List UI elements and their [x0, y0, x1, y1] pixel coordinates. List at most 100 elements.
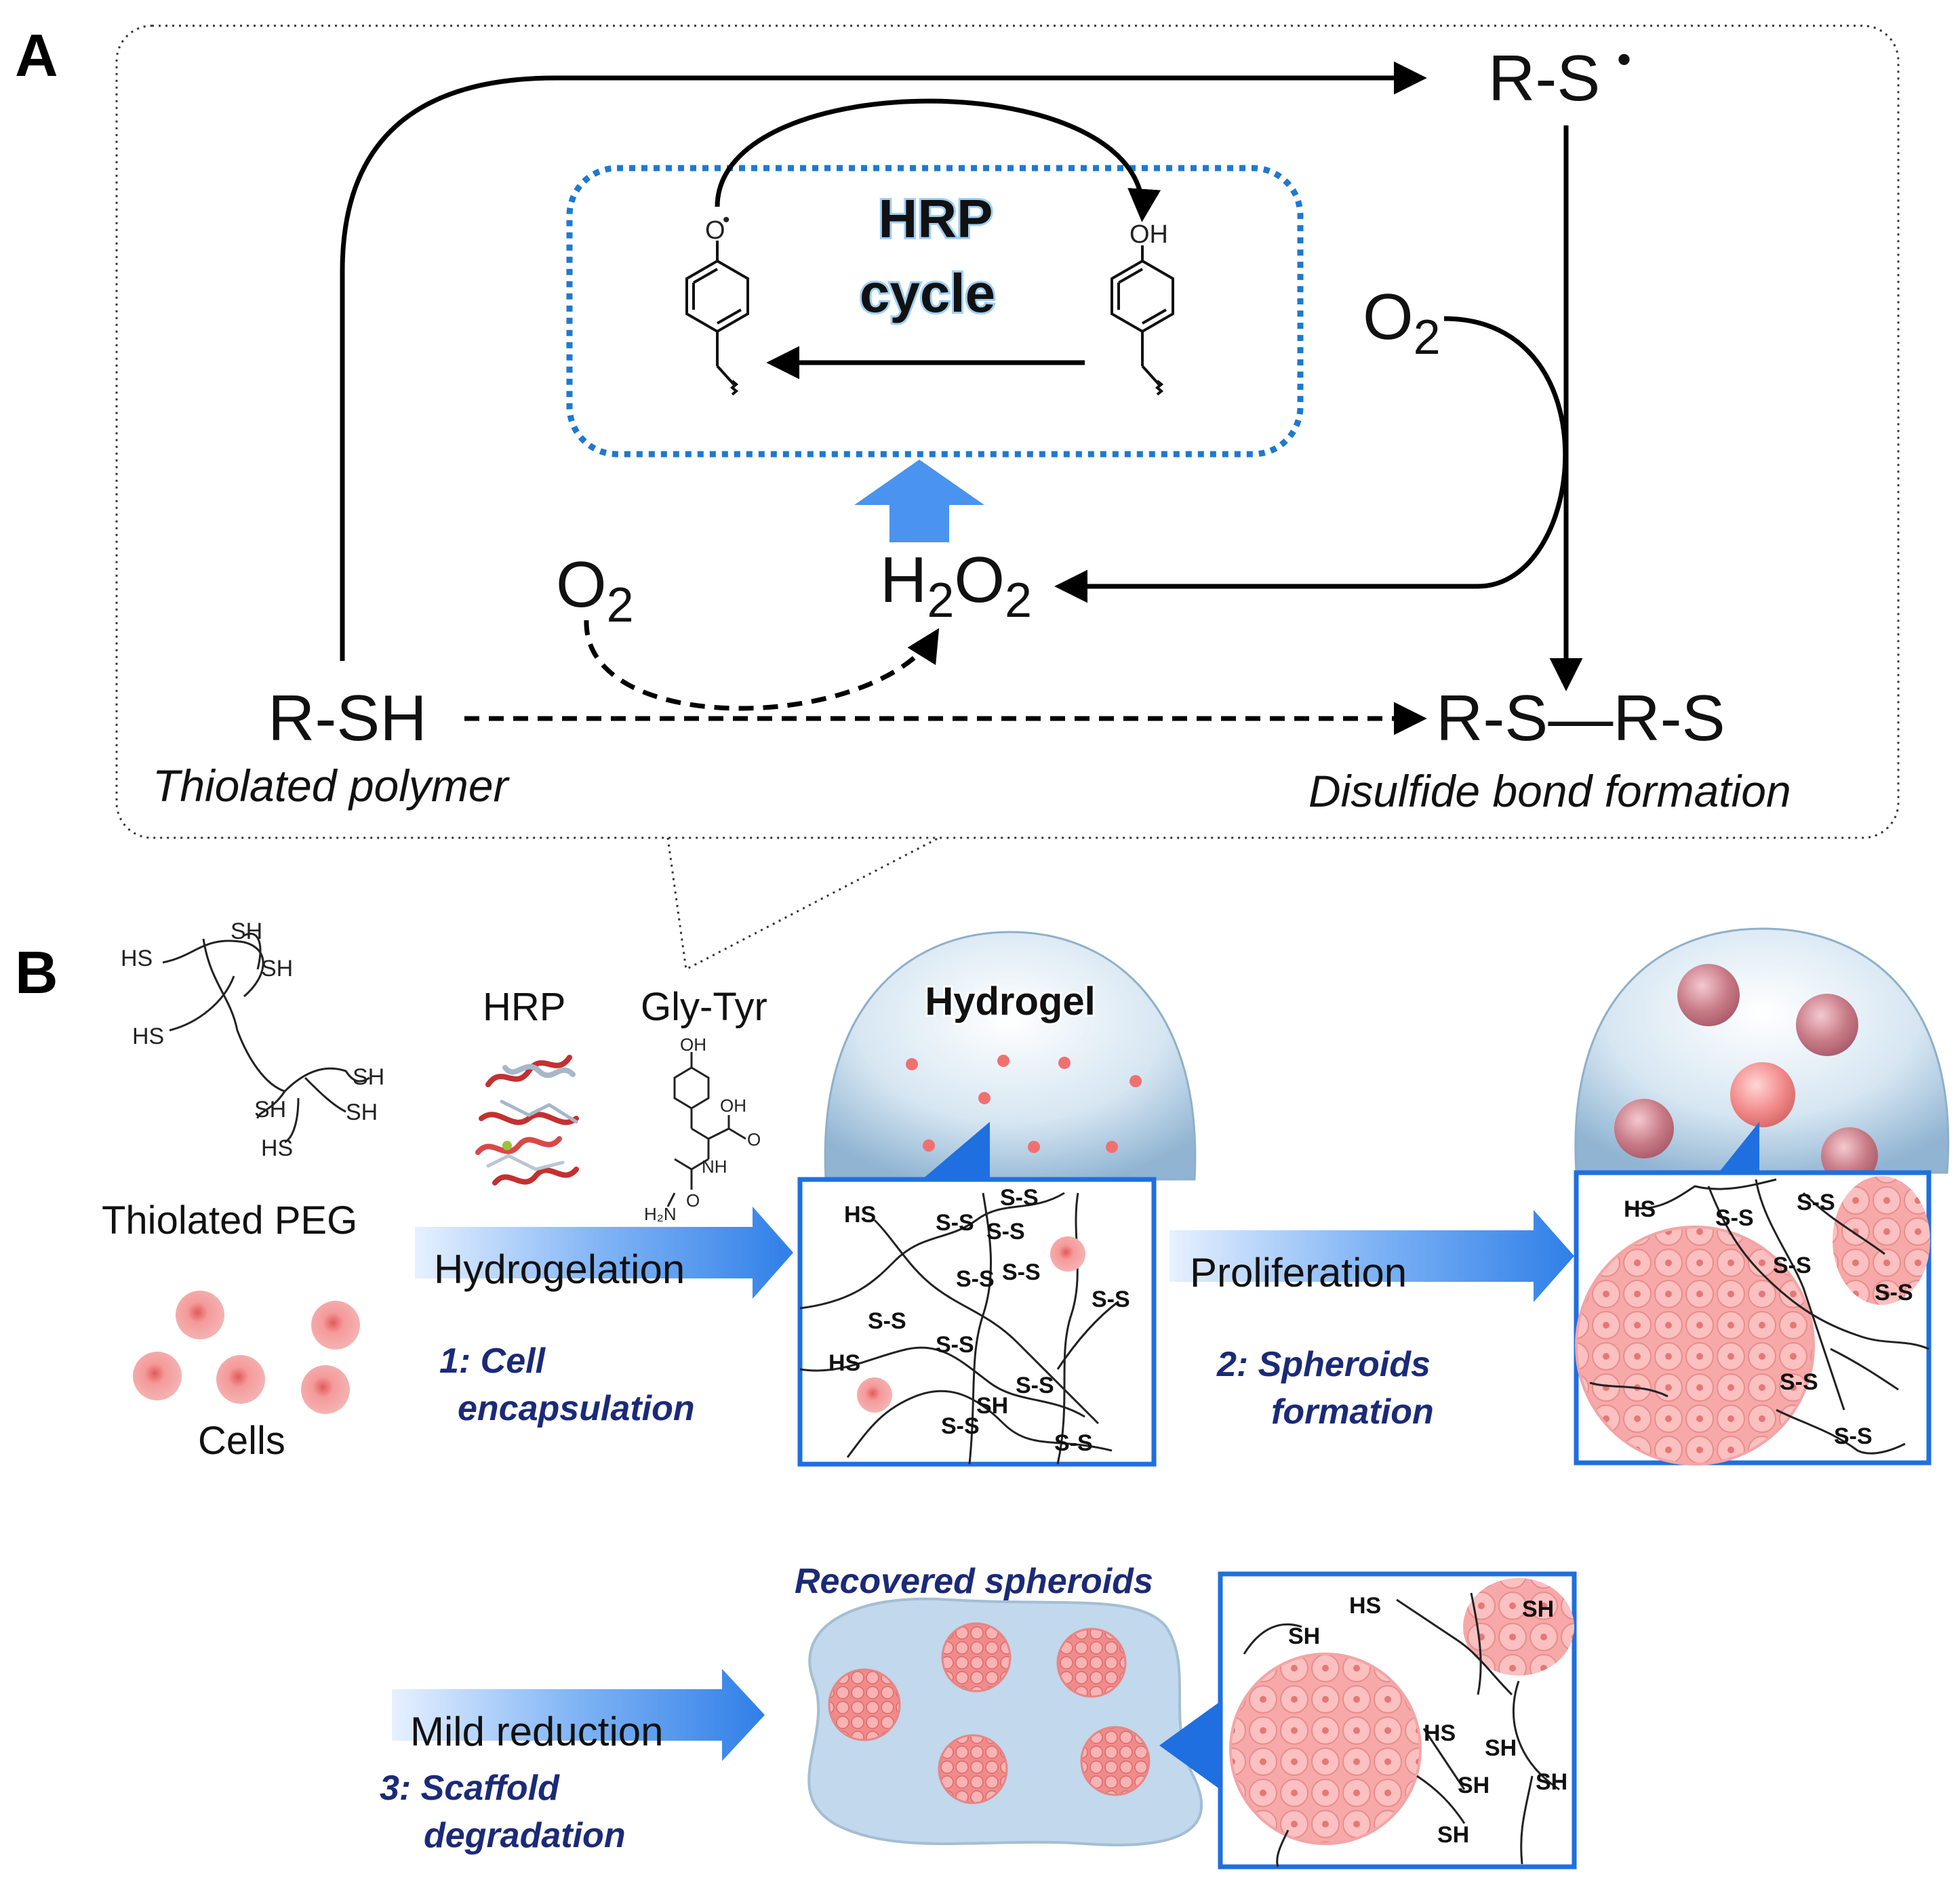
dome1-cells: [906, 1055, 1142, 1153]
tyrosine-oh-label: OH: [1129, 220, 1168, 249]
n2-hs-a: HS: [1624, 1196, 1656, 1222]
recovered-spheroids-label: Recovered spheroids: [795, 1562, 1153, 1601]
n3-sh-b: SH: [1522, 1596, 1554, 1622]
n2-ss-b: S-S: [1797, 1190, 1835, 1215]
network-1-cell-a: [1050, 1236, 1085, 1272]
n2-ss-d: S-S: [1875, 1280, 1913, 1306]
network-3-spheroids: [1229, 1578, 1574, 1845]
rs-radical-dot: •: [1617, 37, 1631, 82]
disulfide-bond-label: Disulfide bond formation: [1308, 766, 1791, 816]
radical-o-label: O: [705, 216, 725, 245]
hrp-protein-icon: [475, 1055, 579, 1186]
step1-line2: encapsulation: [458, 1389, 695, 1428]
arrow-tyrosyl-cycle-top: [715, 98, 1161, 222]
rs-radical-label: R-S: [1488, 42, 1600, 115]
hrp-label: HRP: [483, 985, 565, 1029]
thiolated-peg-label: Thiolated PEG: [102, 1198, 357, 1242]
thiolated-peg-structure: [162, 933, 370, 1144]
gly-tyr-o2: O: [686, 1190, 700, 1211]
n2-ss-f: S-S: [1834, 1423, 1873, 1449]
n2-ss-e: S-S: [1780, 1369, 1818, 1395]
peg-hs-2: HS: [132, 1024, 164, 1049]
cells-group: [133, 1291, 360, 1414]
n3-sh-c: SH: [1485, 1735, 1517, 1761]
radical-o-dot: •: [723, 209, 730, 231]
panel-a-label: A: [15, 22, 58, 89]
thiolated-polymer-label: Thiolated polymer: [153, 761, 511, 811]
hydrogelation-arrow: [415, 1207, 793, 1299]
hydrogelation-label: Hydrogelation: [434, 1247, 685, 1292]
arrow-rsh-to-rs-radical: [340, 61, 1427, 661]
o2-right-label: O2: [1363, 281, 1441, 365]
n1-hs-b: HS: [828, 1350, 860, 1376]
peg-sh-3: SH: [353, 1064, 384, 1090]
network-3-chains: [1243, 1592, 1560, 1867]
n1-sh-a: SH: [976, 1393, 1008, 1419]
network-1-cell-b: [857, 1377, 892, 1413]
cells-label: Cells: [198, 1419, 285, 1463]
h2o2-up-arrow: [854, 460, 984, 542]
n1-ss-d: S-S: [956, 1266, 995, 1292]
proliferation-arrow: [1169, 1210, 1574, 1302]
dome2-spheroids: [1614, 964, 1878, 1184]
n1-ss-k: S-S: [1054, 1430, 1093, 1456]
n3-sh-e: SH: [1536, 1769, 1567, 1795]
peg-sh-2: SH: [261, 956, 293, 982]
arrow-o2-dashed: [584, 620, 940, 711]
hrp-cycle-line1: HRP: [879, 188, 993, 249]
network-1-chains: [799, 1192, 1119, 1465]
zoom-pointer-1: [922, 1122, 990, 1179]
peg-hs-3: HS: [261, 1135, 293, 1161]
peg-sh-1: SH: [231, 918, 262, 944]
hydrogel-label: Hydrogel: [925, 979, 1095, 1024]
n3-sh-d: SH: [1458, 1773, 1489, 1798]
n1-ss-c: S-S: [986, 1219, 1025, 1245]
rsh-label: R-SH: [268, 682, 427, 754]
hydrogel-dome-2: [1574, 927, 1950, 1174]
n1-ss-e: S-S: [1002, 1259, 1041, 1285]
step3-line2: degradation: [424, 1816, 626, 1855]
panel-b-label: B: [15, 939, 58, 1006]
tyrosyl-radical-structure: [685, 241, 749, 396]
mild-reduction-label: Mild reduction: [410, 1709, 664, 1754]
rs-rs-label: R-S—R-S: [1436, 682, 1725, 754]
hydrogel-dome-1: [824, 931, 1197, 1181]
recovered-spheroid-clusters: [828, 1622, 1151, 1804]
n1-ss-i: S-S: [1016, 1373, 1054, 1398]
mild-reduction-arrow: [392, 1669, 765, 1761]
n1-ss-j: S-S: [941, 1413, 980, 1439]
peg-hs-1: HS: [121, 946, 153, 971]
tyrosine-structure: [1111, 245, 1174, 396]
n3-hs-a: HS: [1349, 1593, 1381, 1619]
n2-ss-a: S-S: [1715, 1205, 1754, 1231]
n1-hs-a: HS: [844, 1202, 876, 1228]
n1-ss-b: S-S: [1000, 1185, 1039, 1211]
h2o2-label: H2O2: [880, 544, 1032, 628]
step3-line1: 3: Scaffold: [380, 1768, 560, 1808]
hrp-cycle-line2: cycle: [860, 263, 995, 323]
callout-lines: [666, 836, 940, 971]
gly-tyr-h2n: H₂N: [644, 1204, 677, 1224]
zoom-pointer-3: [1159, 1701, 1220, 1790]
arrow-o2-to-h2o2: [1054, 316, 1568, 603]
gly-tyr-oh: OH: [680, 1034, 706, 1055]
peg-sh-5: SH: [346, 1099, 378, 1125]
gly-tyr-label: Gly-Tyr: [641, 985, 767, 1029]
n3-hs-b: HS: [1424, 1720, 1456, 1746]
n2-ss-c: S-S: [1773, 1253, 1812, 1278]
n1-ss-g: S-S: [1092, 1287, 1130, 1312]
network-2-chains: [1589, 1178, 1929, 1455]
gly-tyr-o: O: [747, 1129, 761, 1150]
step1-line1: 1: Cell: [439, 1341, 546, 1381]
hrp-cycle-box: [566, 165, 1304, 458]
zoom-pointer-2: [1719, 1122, 1759, 1173]
n1-ss-a: S-S: [936, 1210, 974, 1236]
step2-line1: 2: Spheroids: [1216, 1345, 1431, 1384]
proliferation-label: Proliferation: [1190, 1250, 1407, 1295]
n3-sh-a: SH: [1288, 1623, 1320, 1649]
gly-tyr-oh2: OH: [720, 1095, 746, 1116]
gly-tyr-nh: NH: [702, 1156, 727, 1177]
peg-sh-4: SH: [254, 1097, 286, 1123]
n1-ss-f: S-S: [868, 1308, 906, 1334]
